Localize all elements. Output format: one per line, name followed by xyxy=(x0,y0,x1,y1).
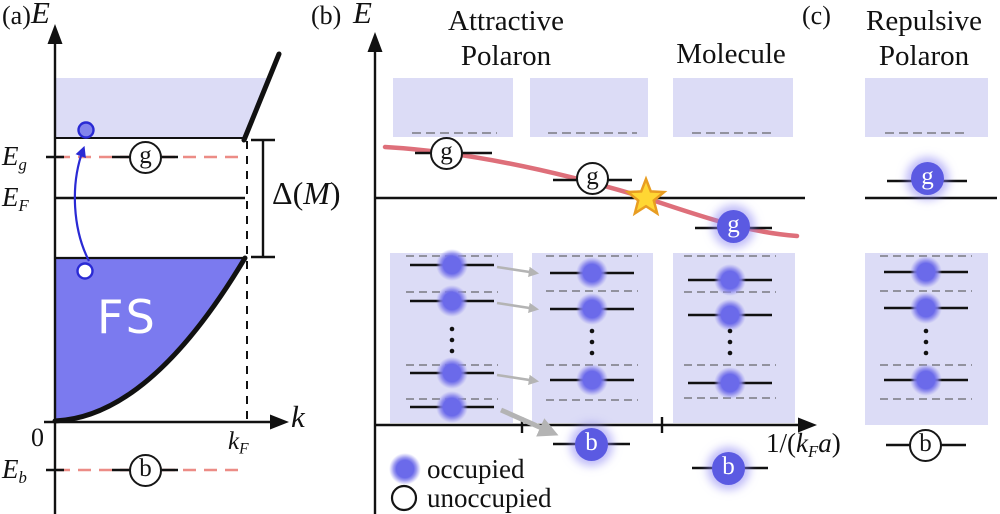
bound-state-marker-a: b xyxy=(129,454,162,487)
fermi-sea-label: FS xyxy=(97,290,158,344)
continuum-box-c-upper xyxy=(865,78,988,137)
level-shift-arrows xyxy=(496,265,559,437)
dispersion-parabola xyxy=(52,255,248,424)
panel-a-label: (a) xyxy=(2,1,31,30)
occupied-legend-icon xyxy=(389,453,421,485)
bound-state-marker-c: b xyxy=(909,429,942,462)
excited-particle-circle xyxy=(77,121,95,139)
unoccupied-legend-label: unoccupied xyxy=(427,483,552,513)
dispersion-upper-branch xyxy=(241,51,282,143)
panel-c-graphics xyxy=(865,78,997,447)
ellipsis-dots-c xyxy=(923,328,929,356)
ellipsis-dots-b xyxy=(449,326,733,356)
ground-state-marker-b2: g xyxy=(576,162,609,195)
EF-label: EF xyxy=(2,182,29,216)
transition-star-icon xyxy=(624,175,668,217)
panel-c-label: (c) xyxy=(802,1,831,30)
occupied-level-circles-c xyxy=(910,256,942,396)
panel-a-axes xyxy=(44,24,289,514)
continuum-band-a xyxy=(55,78,271,138)
fermi-sea-region xyxy=(55,258,245,421)
unoccupied-legend-icon xyxy=(390,484,418,512)
legend-icons xyxy=(389,453,421,512)
Eb-label: Eb xyxy=(2,454,27,488)
ground-state-marker-b3-occupied: g xyxy=(717,210,750,243)
Eg-label: Eg xyxy=(2,141,27,175)
occupied-legend-label: occupied xyxy=(427,454,525,484)
panel-b-x-axis-label: 1/(kFa) xyxy=(766,428,841,462)
panel-b-axes xyxy=(367,32,817,514)
occupied-level-circles xyxy=(436,249,746,423)
origin-label: 0 xyxy=(31,423,44,452)
kF-tick-label: kF xyxy=(228,428,249,458)
bound-state-marker-b2-occupied: b xyxy=(575,428,608,461)
ground-state-marker-b1: g xyxy=(430,137,463,170)
bound-state-marker-b3-occupied: b xyxy=(712,452,745,485)
panel-b-energy-axis-label: E xyxy=(353,0,372,30)
gap-label: Δ(M) xyxy=(272,175,341,211)
molecule-title: Molecule xyxy=(676,38,786,70)
panel-a-momentum-axis-label: k xyxy=(291,399,305,434)
panel-a-energy-axis-label: E xyxy=(31,0,50,30)
hole-circle xyxy=(76,262,94,280)
gap-bracket xyxy=(251,138,275,259)
ground-state-marker-c-occupied: g xyxy=(911,162,944,195)
excitation-arrow xyxy=(73,145,90,262)
panel-a-graphics xyxy=(44,24,289,514)
ground-state-marker-a: g xyxy=(129,141,162,174)
panel-b-label: (b) xyxy=(311,1,342,30)
